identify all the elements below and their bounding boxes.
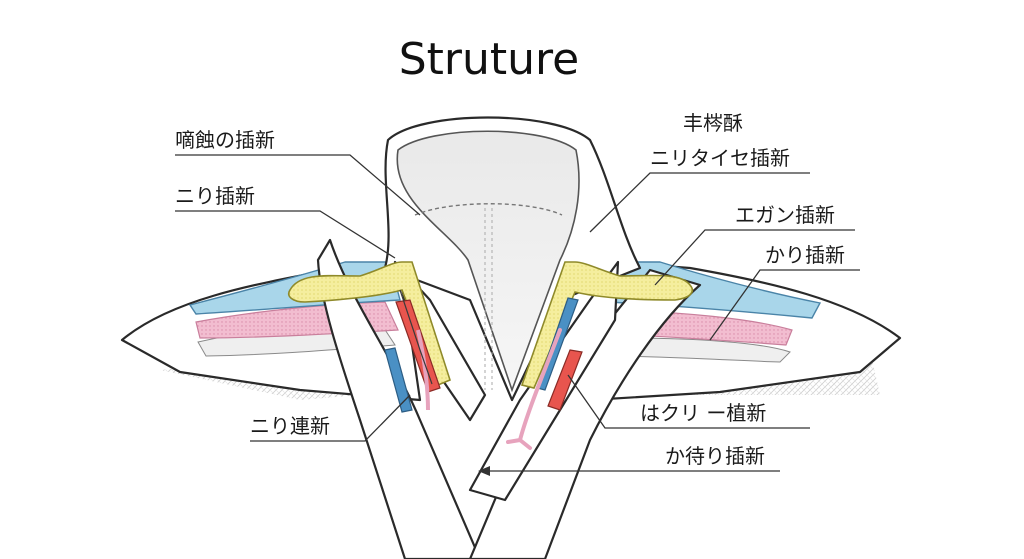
right-yellow-clavicle [520, 261, 694, 389]
label-r4: かり插新 [765, 243, 845, 267]
right-pink-vessel [506, 328, 562, 450]
left-blue-strip [384, 347, 413, 413]
label-r6: か待り插新 [665, 444, 765, 468]
label-r5: はクリ ー植新 [640, 401, 766, 425]
right-gray-layer [611, 337, 791, 363]
left-yellow-clavicle [288, 261, 451, 387]
diagram-title: Struture [399, 34, 580, 85]
right-inner-structures [506, 261, 694, 450]
label-r3: エガン插新 [735, 203, 835, 227]
label-r1: 丰梣酥 [683, 111, 743, 135]
label-r2: ニリタイセ插新 [650, 146, 790, 170]
label-l2: ニり插新 [175, 184, 255, 208]
left-pink-vessel [416, 329, 430, 411]
right-red-strip [547, 349, 583, 411]
left-inner-structures [288, 261, 451, 413]
left-red-strip [395, 299, 441, 393]
label-l3: ニり連新 [250, 414, 330, 438]
right-labels: 丰梣酥 ニリタイセ插新 エガン插新 かり插新 はクリ ー植新 か待り插新 [478, 111, 860, 476]
left-labels: 嘀蝕の插新 ニり插新 ニり連新 [175, 128, 421, 442]
label-l1: 嘀蝕の插新 [175, 128, 275, 152]
collar [383, 116, 642, 402]
